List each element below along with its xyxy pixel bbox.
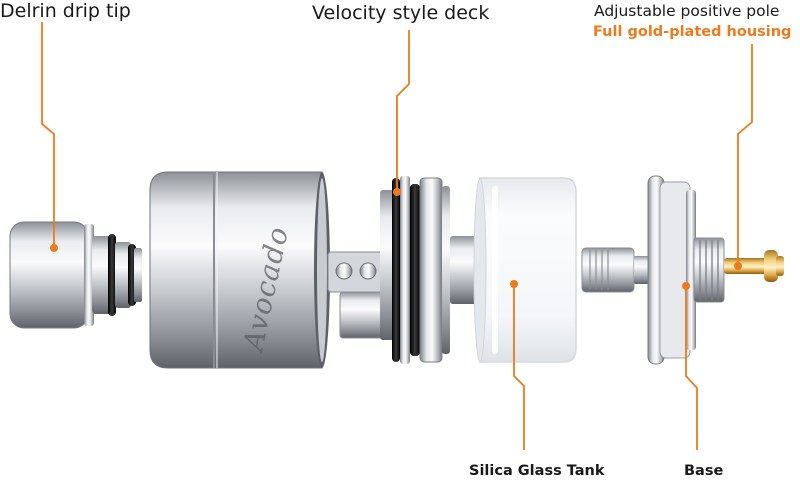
callout-dot-positive-pole: [734, 262, 742, 270]
label-drip-tip: Delrin drip tip: [0, 0, 131, 22]
label-base: Base: [684, 463, 724, 479]
callout-drip-tip: [41, 22, 55, 246]
drip-tip: [9, 221, 142, 329]
callout-glass-tank: [513, 284, 525, 450]
label-glass-tank: Silica Glass Tank: [469, 463, 605, 479]
velocity-deck: [327, 176, 480, 364]
label-velocity-deck: Velocity style deck: [312, 2, 490, 24]
base: [581, 175, 784, 365]
callout-deck: [396, 30, 410, 190]
callout-base: [685, 286, 698, 450]
top-cap: Avocado: [149, 171, 330, 369]
callout-lines: [41, 22, 753, 450]
callout-positive-pole: [737, 44, 753, 264]
silica-glass-tank: [473, 177, 577, 363]
label-gold-housing: Full gold-plated housing: [593, 24, 792, 40]
gold-positive-pole: [724, 250, 784, 282]
callout-dots: [50, 188, 742, 290]
callout-dot-deck: [393, 188, 401, 196]
callout-dot-base: [682, 282, 690, 290]
callout-dot-drip-tip: [50, 244, 58, 252]
label-positive-pole: Adjustable positive pole: [594, 2, 780, 20]
callout-dot-glass-tank: [510, 280, 518, 288]
